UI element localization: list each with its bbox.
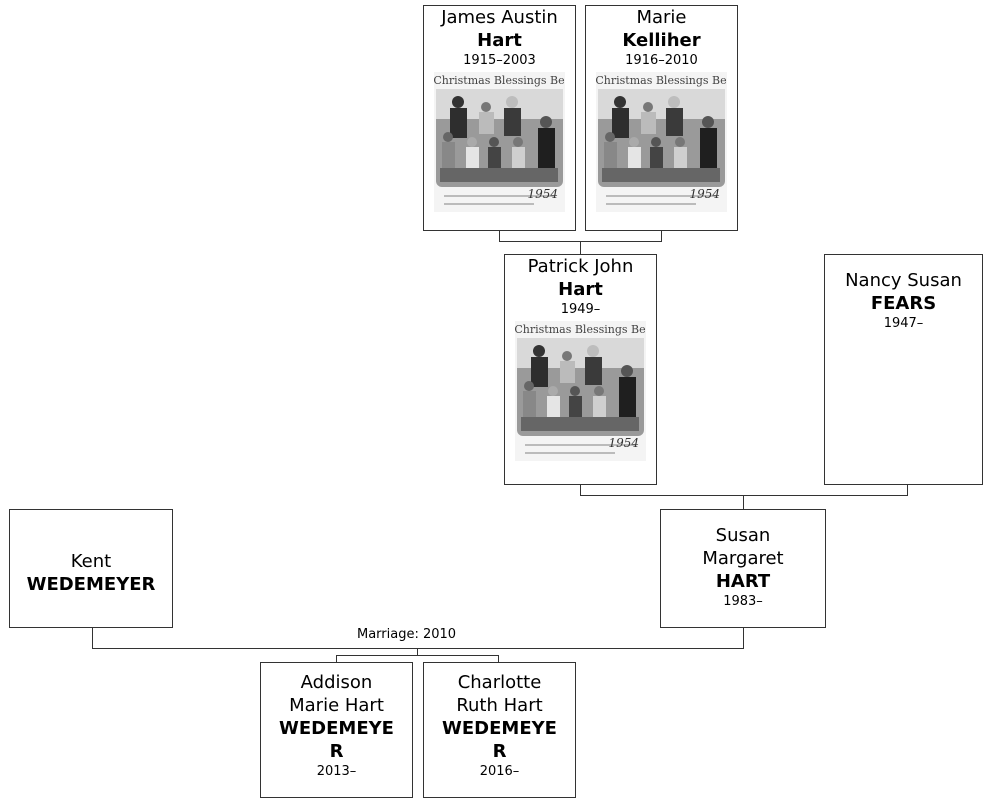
person-card-james-austin-hart[interactable]: James Austin Hart 1915–2003 Christmas Bl… <box>423 5 576 231</box>
connector-marriage <box>92 627 744 662</box>
connector-hart-fears <box>580 484 908 509</box>
person-card-charlotte-ruth-hart-wedemeyer[interactable]: Charlotte Ruth Hart WEDEMEYER 2016– <box>423 662 576 798</box>
person-given-name: Susan Margaret <box>702 525 784 569</box>
family-photo: Christmas Blessings Be 1954 <box>434 72 565 212</box>
person-given-name: James Austin <box>441 7 558 28</box>
photo-caption-text: Christmas Blessings Be <box>596 74 727 87</box>
person-card-kent-wedemeyer[interactable]: Kent WEDEMEYER <box>9 509 173 628</box>
person-surname: FEARS <box>870 293 937 314</box>
family-photo: Christmas Blessings Be 1954 <box>515 321 646 461</box>
person-given-name: Patrick John <box>527 256 634 277</box>
person-lifespan: 1949– <box>560 302 601 317</box>
person-card-marie-kelliher[interactable]: Marie Kelliher 1916–2010 Christmas Bless… <box>585 5 738 231</box>
person-surname: WEDEMEYER <box>442 718 557 762</box>
person-lifespan: 1983– <box>723 594 763 609</box>
person-surname: HART <box>715 571 771 592</box>
photo-year-text: 1954 <box>527 187 558 201</box>
person-given-name: Kent <box>70 551 112 572</box>
photo-caption-text: Christmas Blessings Be <box>434 74 565 87</box>
person-given-name: Addison Marie Hart <box>289 672 384 716</box>
person-card-addison-marie-hart-wedemeyer[interactable]: Addison Marie Hart WEDEMEYER 2013– <box>260 662 413 798</box>
person-given-name: Marie <box>636 7 687 28</box>
person-given-name: Charlotte Ruth Hart <box>456 672 543 716</box>
person-lifespan: 1916–2010 <box>625 53 698 68</box>
person-surname: Hart <box>477 30 522 51</box>
family-photo: Christmas Blessings Be 1954 <box>596 72 727 212</box>
person-surname: WEDEMEYER <box>279 718 394 762</box>
person-card-susan-margaret-hart[interactable]: Susan Margaret HART 1983– <box>660 509 826 628</box>
person-surname: Hart <box>558 279 603 300</box>
person-lifespan: 2016– <box>479 764 520 779</box>
photo-caption-text: Christmas Blessings Be <box>515 323 646 336</box>
connector-hart-kelliher <box>499 230 662 254</box>
photo-year-text: 1954 <box>689 187 720 201</box>
person-lifespan: 1915–2003 <box>463 53 536 68</box>
person-surname: WEDEMEYER <box>26 574 156 595</box>
person-lifespan: 2013– <box>316 764 357 779</box>
person-card-nancy-susan-fears[interactable]: Nancy Susan FEARS 1947– <box>824 254 983 485</box>
person-surname: Kelliher <box>622 30 701 51</box>
person-lifespan: 1947– <box>883 316 924 331</box>
marriage-label: Marriage: 2010 <box>355 627 459 643</box>
person-card-patrick-john-hart[interactable]: Patrick John Hart 1949– Christmas Blessi… <box>504 254 657 485</box>
person-given-name: Nancy Susan <box>845 270 962 291</box>
photo-year-text: 1954 <box>608 436 639 450</box>
